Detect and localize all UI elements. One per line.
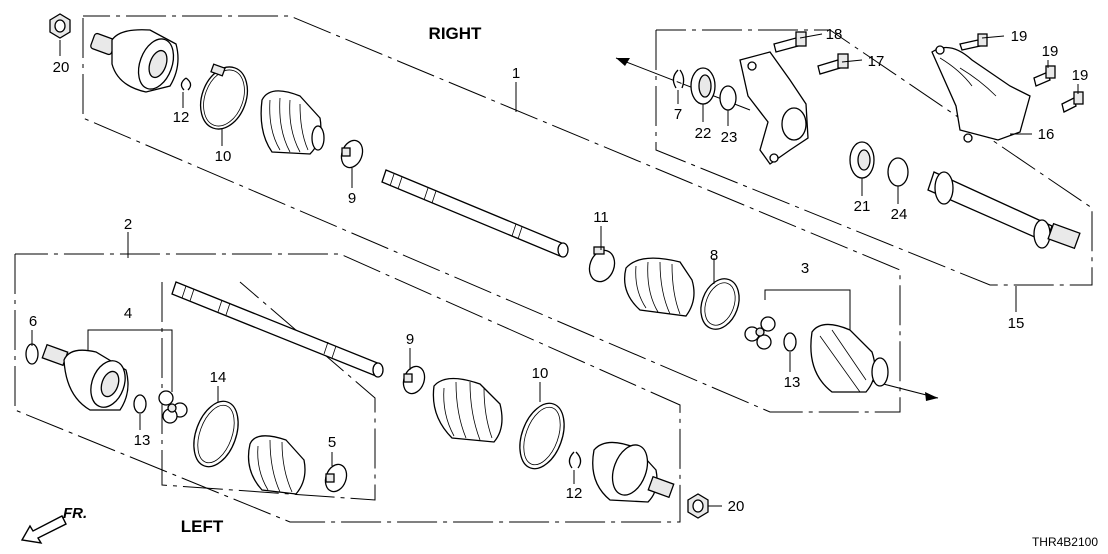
part-20-nut-top (49, 13, 71, 39)
outer-cv-joint-left (41, 343, 129, 411)
part-17-bolt (817, 53, 849, 75)
right-flow-arrowhead (616, 58, 630, 66)
intermediate-shaft-group-outline (655, 29, 1093, 286)
callout-12-left: 12 (566, 485, 583, 502)
bearing-support-bracket (739, 51, 809, 165)
callout-5: 5 (328, 434, 336, 451)
part-23-snap-ring (719, 85, 737, 111)
callout-24: 24 (891, 206, 908, 223)
part-19-bolt-a (959, 33, 988, 51)
part-21-seal (849, 141, 875, 179)
right-shaft-group-outline (82, 15, 901, 413)
front-direction-indicator: FR. (20, 505, 87, 544)
callout-3: 3 (801, 260, 809, 277)
callout-16: 16 (1038, 126, 1055, 143)
callout-12-top: 12 (173, 109, 190, 126)
callout-20-bottom: 20 (728, 498, 745, 515)
inner-boot-left (247, 435, 306, 495)
shaft-right (381, 169, 569, 258)
callout-4: 4 (124, 305, 132, 322)
callout-13-right: 13 (784, 374, 801, 391)
part-12-circlip-left (568, 451, 582, 469)
callout-10-top: 10 (215, 148, 232, 165)
diagram-code: THR4B2100 (1032, 535, 1098, 549)
part-18-bolt (773, 31, 807, 53)
outer-boot-right (260, 90, 325, 155)
shaft-left (171, 281, 384, 378)
part-19-bolt-c (1061, 91, 1084, 113)
callout-15: 15 (1008, 315, 1025, 332)
part-11-clamp (588, 246, 616, 283)
callout-11: 11 (593, 209, 609, 226)
part-9-clamp-left (402, 365, 426, 395)
leader-lines (31, 33, 1079, 507)
callout-19-a: 19 (1011, 28, 1028, 45)
group-4-bracket (87, 329, 173, 392)
callout-9-left: 9 (406, 331, 414, 348)
callout-19-b: 19 (1042, 43, 1059, 60)
inner-boot-subgroup-outline (161, 281, 376, 501)
callout-13-left: 13 (134, 432, 151, 449)
callout-19-c: 19 (1072, 67, 1089, 84)
part-15-intermediate-shaft (927, 171, 1081, 250)
front-arrow-icon (20, 515, 67, 544)
front-label: FR. (63, 505, 87, 522)
inner-cv-housing-right (810, 323, 889, 393)
part-16-heat-shield (931, 45, 1031, 143)
callout-22: 22 (695, 125, 712, 142)
callout-8: 8 (710, 247, 718, 264)
callout-9-top: 9 (348, 190, 356, 207)
part-10-boot-band-left (519, 402, 565, 470)
callout-21: 21 (854, 198, 871, 215)
callout-10-left: 10 (532, 365, 549, 382)
callout-7: 7 (674, 106, 682, 123)
callout-18: 18 (826, 26, 843, 43)
part-13-circlip-left (133, 394, 147, 414)
part-7-circlip (672, 69, 685, 89)
callout-6: 6 (29, 313, 37, 330)
part-13-circlip-right (783, 332, 797, 352)
part-20-nut-bottom (687, 493, 709, 519)
part-24-snap-ring (887, 157, 909, 187)
part-8-boot-band (700, 278, 740, 330)
outer-boot-left (432, 377, 503, 443)
part-5-clamp (324, 463, 348, 493)
part-6-circlip (25, 343, 39, 365)
part-10-boot-band-top (199, 63, 249, 130)
right-side-heading: RIGHT (429, 24, 483, 43)
part-19-bolt-b (1033, 65, 1056, 87)
callout-17: 17 (868, 53, 885, 70)
part-22-seal (690, 67, 716, 105)
outer-cv-joint-left-2 (592, 441, 675, 503)
inner-boot-right (623, 257, 695, 317)
callout-20-top: 20 (53, 59, 70, 76)
left-shaft-group-outline (14, 253, 681, 523)
part-4-tripod-left (158, 390, 188, 424)
part-3-tripod-joint (744, 316, 776, 350)
outer-cv-joint-right (90, 29, 179, 93)
part-9-clamp-top (340, 139, 364, 169)
part-14-boot-band (193, 400, 239, 468)
callout-1: 1 (512, 65, 520, 82)
callout-23: 23 (721, 129, 738, 146)
group-3-bracket (764, 289, 851, 330)
callout-14: 14 (210, 369, 227, 386)
left-side-heading: LEFT (181, 517, 224, 536)
callout-2: 2 (124, 216, 132, 233)
left-flow-arrowhead (925, 392, 938, 401)
part-12-circlip-top (180, 77, 192, 91)
